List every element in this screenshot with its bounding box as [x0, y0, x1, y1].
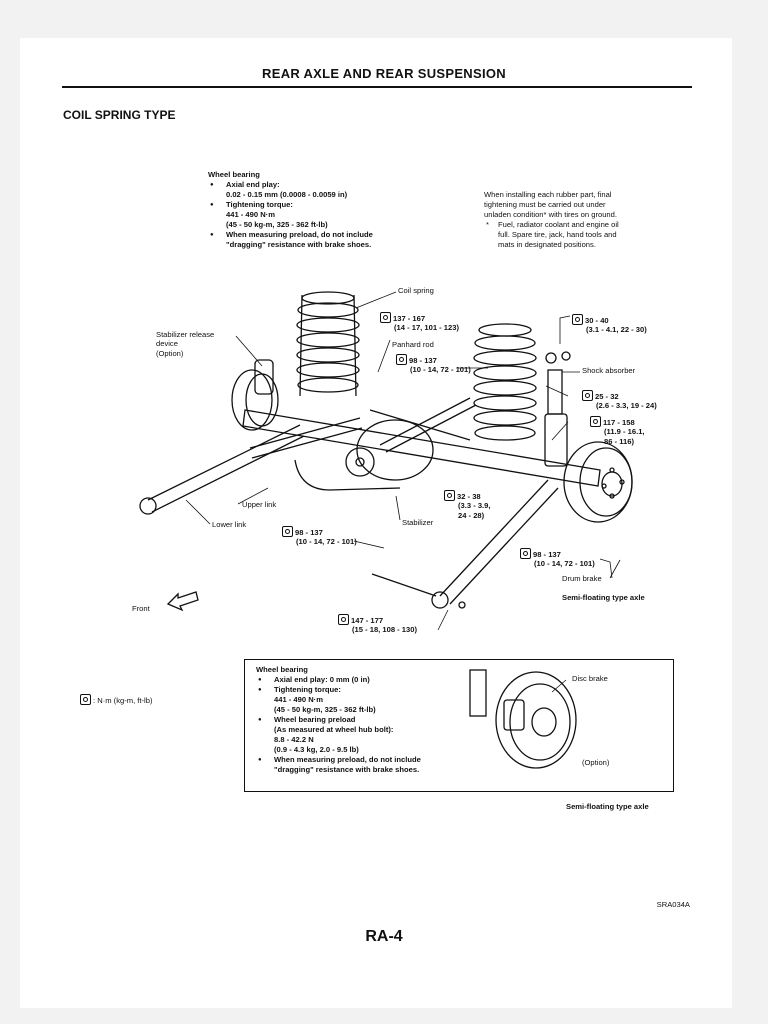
note-line: unladen condition* with tires on ground. — [484, 210, 617, 219]
label-shock-absorber: Shock absorber — [582, 366, 636, 375]
label-panhard-rod: Panhard rod — [392, 340, 434, 349]
torque-wrench-icon — [380, 312, 391, 323]
panhard-rod — [369, 409, 471, 441]
torque-wrench-icon — [590, 416, 601, 427]
right-brake-drum — [563, 441, 633, 523]
note-line: full. Spare tire, jack, hand tools and — [498, 230, 617, 239]
spec-line: (0.9 - 4.3 kg, 2.0 - 9.5 lb) — [274, 745, 359, 754]
front-arrow-icon — [166, 591, 199, 612]
label-front: Front — [132, 604, 150, 613]
spec-heading: Wheel bearing — [256, 665, 308, 674]
disc-brake-spec-box — [244, 659, 674, 792]
spec-line: (As measured at wheel hub bolt): — [274, 725, 394, 734]
label-upper-link: Upper link — [242, 500, 277, 509]
lower-link-right — [431, 479, 559, 609]
title-rule — [62, 86, 692, 88]
torque-spec-7: 98 - 137 (10 - 14, 72 - 101) — [282, 526, 357, 547]
spec-line: 441 - 490 N·m — [274, 695, 323, 704]
torque-spec-4: 25 - 32 (2.6 - 3.3, 19 - 24) — [582, 390, 657, 411]
spec-line: Wheel bearing preload — [256, 715, 421, 725]
spec-line: 441 - 490 N·m — [226, 210, 275, 219]
stabilizer-bar — [294, 459, 401, 491]
spec-line: (45 - 50 kg-m, 325 - 362 ft-lb) — [274, 705, 376, 714]
torque-wrench-icon — [282, 526, 293, 537]
left-coil-spring — [296, 291, 360, 397]
page-sheet — [20, 38, 732, 1008]
figure-code: SRA034A — [656, 900, 690, 909]
axle-housing — [242, 409, 601, 487]
spec-line: (45 - 50 kg-m, 325 - 362 ft-lb) — [226, 220, 328, 229]
caption-semi-floating-2: Semi-floating type axle — [566, 802, 649, 811]
torque-spec-3: 30 - 40 (3.1 - 4.1, 22 - 30) — [572, 314, 647, 335]
note-line: *Fuel, radiator coolant and engine oil — [486, 220, 619, 229]
torque-spec-8: 98 - 137 (10 - 14, 72 - 101) — [520, 548, 595, 569]
right-coil-spring — [473, 323, 537, 441]
label-option: (Option) — [582, 758, 610, 767]
spec-heading: Wheel bearing — [208, 170, 260, 179]
label-disc-brake: Disc brake — [572, 674, 608, 683]
upper-link — [249, 397, 477, 459]
wheel-bearing-spec-box: Wheel bearing Axial end play: 0 mm (0 in… — [256, 665, 421, 775]
torque-spec-6: 32 - 38 (3.3 - 3.9, 24 - 28) — [444, 490, 491, 520]
torque-spec-1: 137 - 167 (14 - 17, 101 - 123) — [380, 312, 459, 333]
left-brake-drum — [231, 359, 279, 431]
spec-line: When measuring preload, do not include — [208, 230, 373, 240]
shock-absorber — [544, 351, 571, 467]
note-line: mats in designated positions. — [498, 240, 596, 249]
spec-line: 8.8 - 42.2 N — [274, 735, 314, 744]
note-line: When installing each rubber part, final — [484, 190, 612, 199]
lower-link-left — [139, 424, 305, 515]
note-line: tightening must be carried out under — [484, 200, 606, 209]
label-stabilizer: Stabilizer — [402, 518, 434, 527]
page-number: RA-4 — [365, 928, 403, 945]
label-lower-link: Lower link — [212, 520, 247, 529]
spec-line: Axial end play: 0 mm (0 in) — [256, 675, 421, 685]
torque-spec-2: 98 - 137 (10 - 14, 72 - 101) — [396, 354, 471, 375]
page-title: REAR AXLE AND REAR SUSPENSION — [262, 66, 506, 81]
torque-wrench-icon — [572, 314, 583, 325]
torque-wrench-icon — [80, 694, 91, 705]
torque-legend: : N·m (kg-m, ft-lb) — [80, 694, 152, 705]
torque-wrench-icon — [582, 390, 593, 401]
long-bolt — [371, 573, 466, 609]
leader-lines — [185, 291, 621, 631]
caption-semi-floating-1: Semi-floating type axle — [562, 593, 645, 602]
spec-line: Tightening torque: — [208, 200, 373, 210]
torque-spec-9: 147 - 177 (15 - 18, 108 - 130) — [338, 614, 417, 635]
spec-line: When measuring preload, do not include — [256, 755, 421, 765]
torque-wrench-icon — [396, 354, 407, 365]
torque-wrench-icon — [338, 614, 349, 625]
label-stabilizer-release: Stabilizer release device (Option) — [156, 330, 215, 358]
spec-line: Axial end play: — [208, 180, 373, 190]
wheel-bearing-spec-top: Wheel bearing Axial end play: 0.02 - 0.1… — [208, 170, 373, 250]
torque-spec-5: 117 - 158 (11.9 - 16.1, 86 - 116) — [590, 416, 645, 446]
torque-wrench-icon — [520, 548, 531, 559]
label-coil-spring: Coil spring — [398, 286, 434, 295]
label-drum-brake: Drum brake — [562, 574, 602, 583]
spec-line: 0.02 - 0.15 mm (0.0008 - 0.0059 in) — [226, 190, 348, 199]
section-heading: COIL SPRING TYPE — [63, 108, 176, 122]
spec-line: "dragging" resistance with brake shoes. — [274, 765, 420, 774]
spec-line: Tightening torque: — [256, 685, 421, 695]
installation-note: When installing each rubber part, final … — [484, 190, 619, 250]
torque-wrench-icon — [444, 490, 455, 501]
disc-brake-inset — [469, 669, 577, 769]
spec-line: "dragging" resistance with brake shoes. — [226, 240, 372, 249]
